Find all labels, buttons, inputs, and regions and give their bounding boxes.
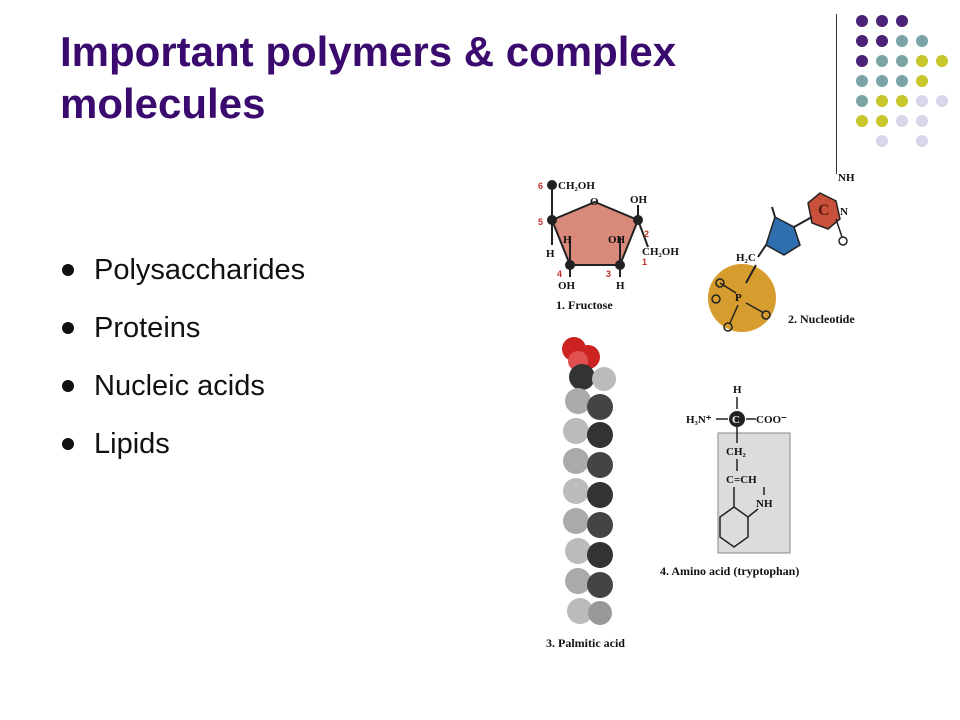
bullet-text: Polysaccharides bbox=[94, 254, 306, 286]
nucleotide-atom-n: N bbox=[840, 206, 848, 218]
bullet-text: Nucleic acids bbox=[94, 370, 265, 402]
fructose-carbon-number: 5 bbox=[538, 217, 543, 227]
fructose-atom-ch2oh: CH₂OH bbox=[642, 246, 679, 258]
fructose-caption: 1. Fructose bbox=[556, 298, 613, 312]
fructose-carbon-number: 1 bbox=[642, 257, 647, 267]
molecules-figure: CH₂OH O OH H OH CH₂OH H OH H 6 5 4 3 2 1… bbox=[538, 172, 855, 650]
fructose-atom-ch2oh: CH₂OH bbox=[558, 180, 595, 192]
fructose-carbon-number: 2 bbox=[644, 229, 649, 239]
decorative-divider bbox=[836, 14, 837, 174]
nucleotide-atom-nh: NH bbox=[838, 172, 855, 184]
bullet-item: Nucleic acids bbox=[62, 364, 305, 422]
palmitic-acid-structure: 3. Palmitic acid bbox=[546, 337, 625, 650]
bullet-text: Proteins bbox=[94, 312, 201, 344]
bullet-item: Proteins bbox=[62, 306, 305, 364]
amino-atom-coo: COO⁻ bbox=[756, 414, 787, 426]
fructose-atom-h: H bbox=[546, 248, 555, 260]
nucleotide-atom-p: P bbox=[735, 292, 742, 304]
bullet-item: Lipids bbox=[62, 422, 305, 480]
fructose-carbon-number: 6 bbox=[538, 181, 543, 191]
amino-atom-c-eq-ch: C=CH bbox=[726, 474, 757, 486]
amino-atom-c: C bbox=[732, 414, 740, 426]
fructose-atom-oh: OH bbox=[558, 280, 576, 292]
slide-title: Important polymers & complex molecules bbox=[60, 28, 677, 127]
fructose-atom-oh: OH bbox=[608, 234, 626, 246]
fructose-atom-h: H bbox=[616, 280, 625, 292]
fructose-atom-oh: OH bbox=[630, 194, 648, 206]
bullet-icon bbox=[62, 438, 74, 450]
fructose-atom-o: O bbox=[590, 196, 599, 208]
fructose-carbon-number: 4 bbox=[557, 269, 562, 279]
bullet-text: Lipids bbox=[94, 428, 170, 460]
fructose-atom-h: H bbox=[563, 234, 572, 246]
amino-acid-caption: 4. Amino acid (tryptophan) bbox=[660, 564, 799, 578]
amino-atom-ch2: CH₂ bbox=[726, 446, 747, 458]
nucleotide-atom-c: C bbox=[818, 202, 830, 219]
bullet-list: Polysaccharides Proteins Nucleic acids L… bbox=[62, 248, 305, 480]
fructose-carbon-number: 3 bbox=[606, 269, 611, 279]
amino-atom-nh: NH bbox=[756, 498, 773, 510]
bullet-icon bbox=[62, 264, 74, 276]
nucleotide-structure: NH C N O H₂C P 2. Nucleotide bbox=[708, 172, 855, 332]
bullet-icon bbox=[62, 322, 74, 334]
decorative-dot-grid bbox=[856, 15, 948, 147]
amino-atom-h: H bbox=[733, 384, 742, 396]
nucleotide-caption: 2. Nucleotide bbox=[788, 312, 855, 326]
palmitic-acid-caption: 3. Palmitic acid bbox=[546, 636, 625, 650]
bullet-item: Polysaccharides bbox=[62, 248, 305, 306]
fructose-structure: CH₂OH O OH H OH CH₂OH H OH H 6 5 4 3 2 1… bbox=[538, 180, 679, 312]
nucleotide-atom-h2c: H₂C bbox=[736, 252, 756, 264]
amino-acid-structure: H H₃N⁺ C COO⁻ CH₂ C=CH NH 4. Amino acid … bbox=[660, 384, 799, 578]
amino-atom-h3n: H₃N⁺ bbox=[686, 414, 712, 426]
bullet-icon bbox=[62, 380, 74, 392]
